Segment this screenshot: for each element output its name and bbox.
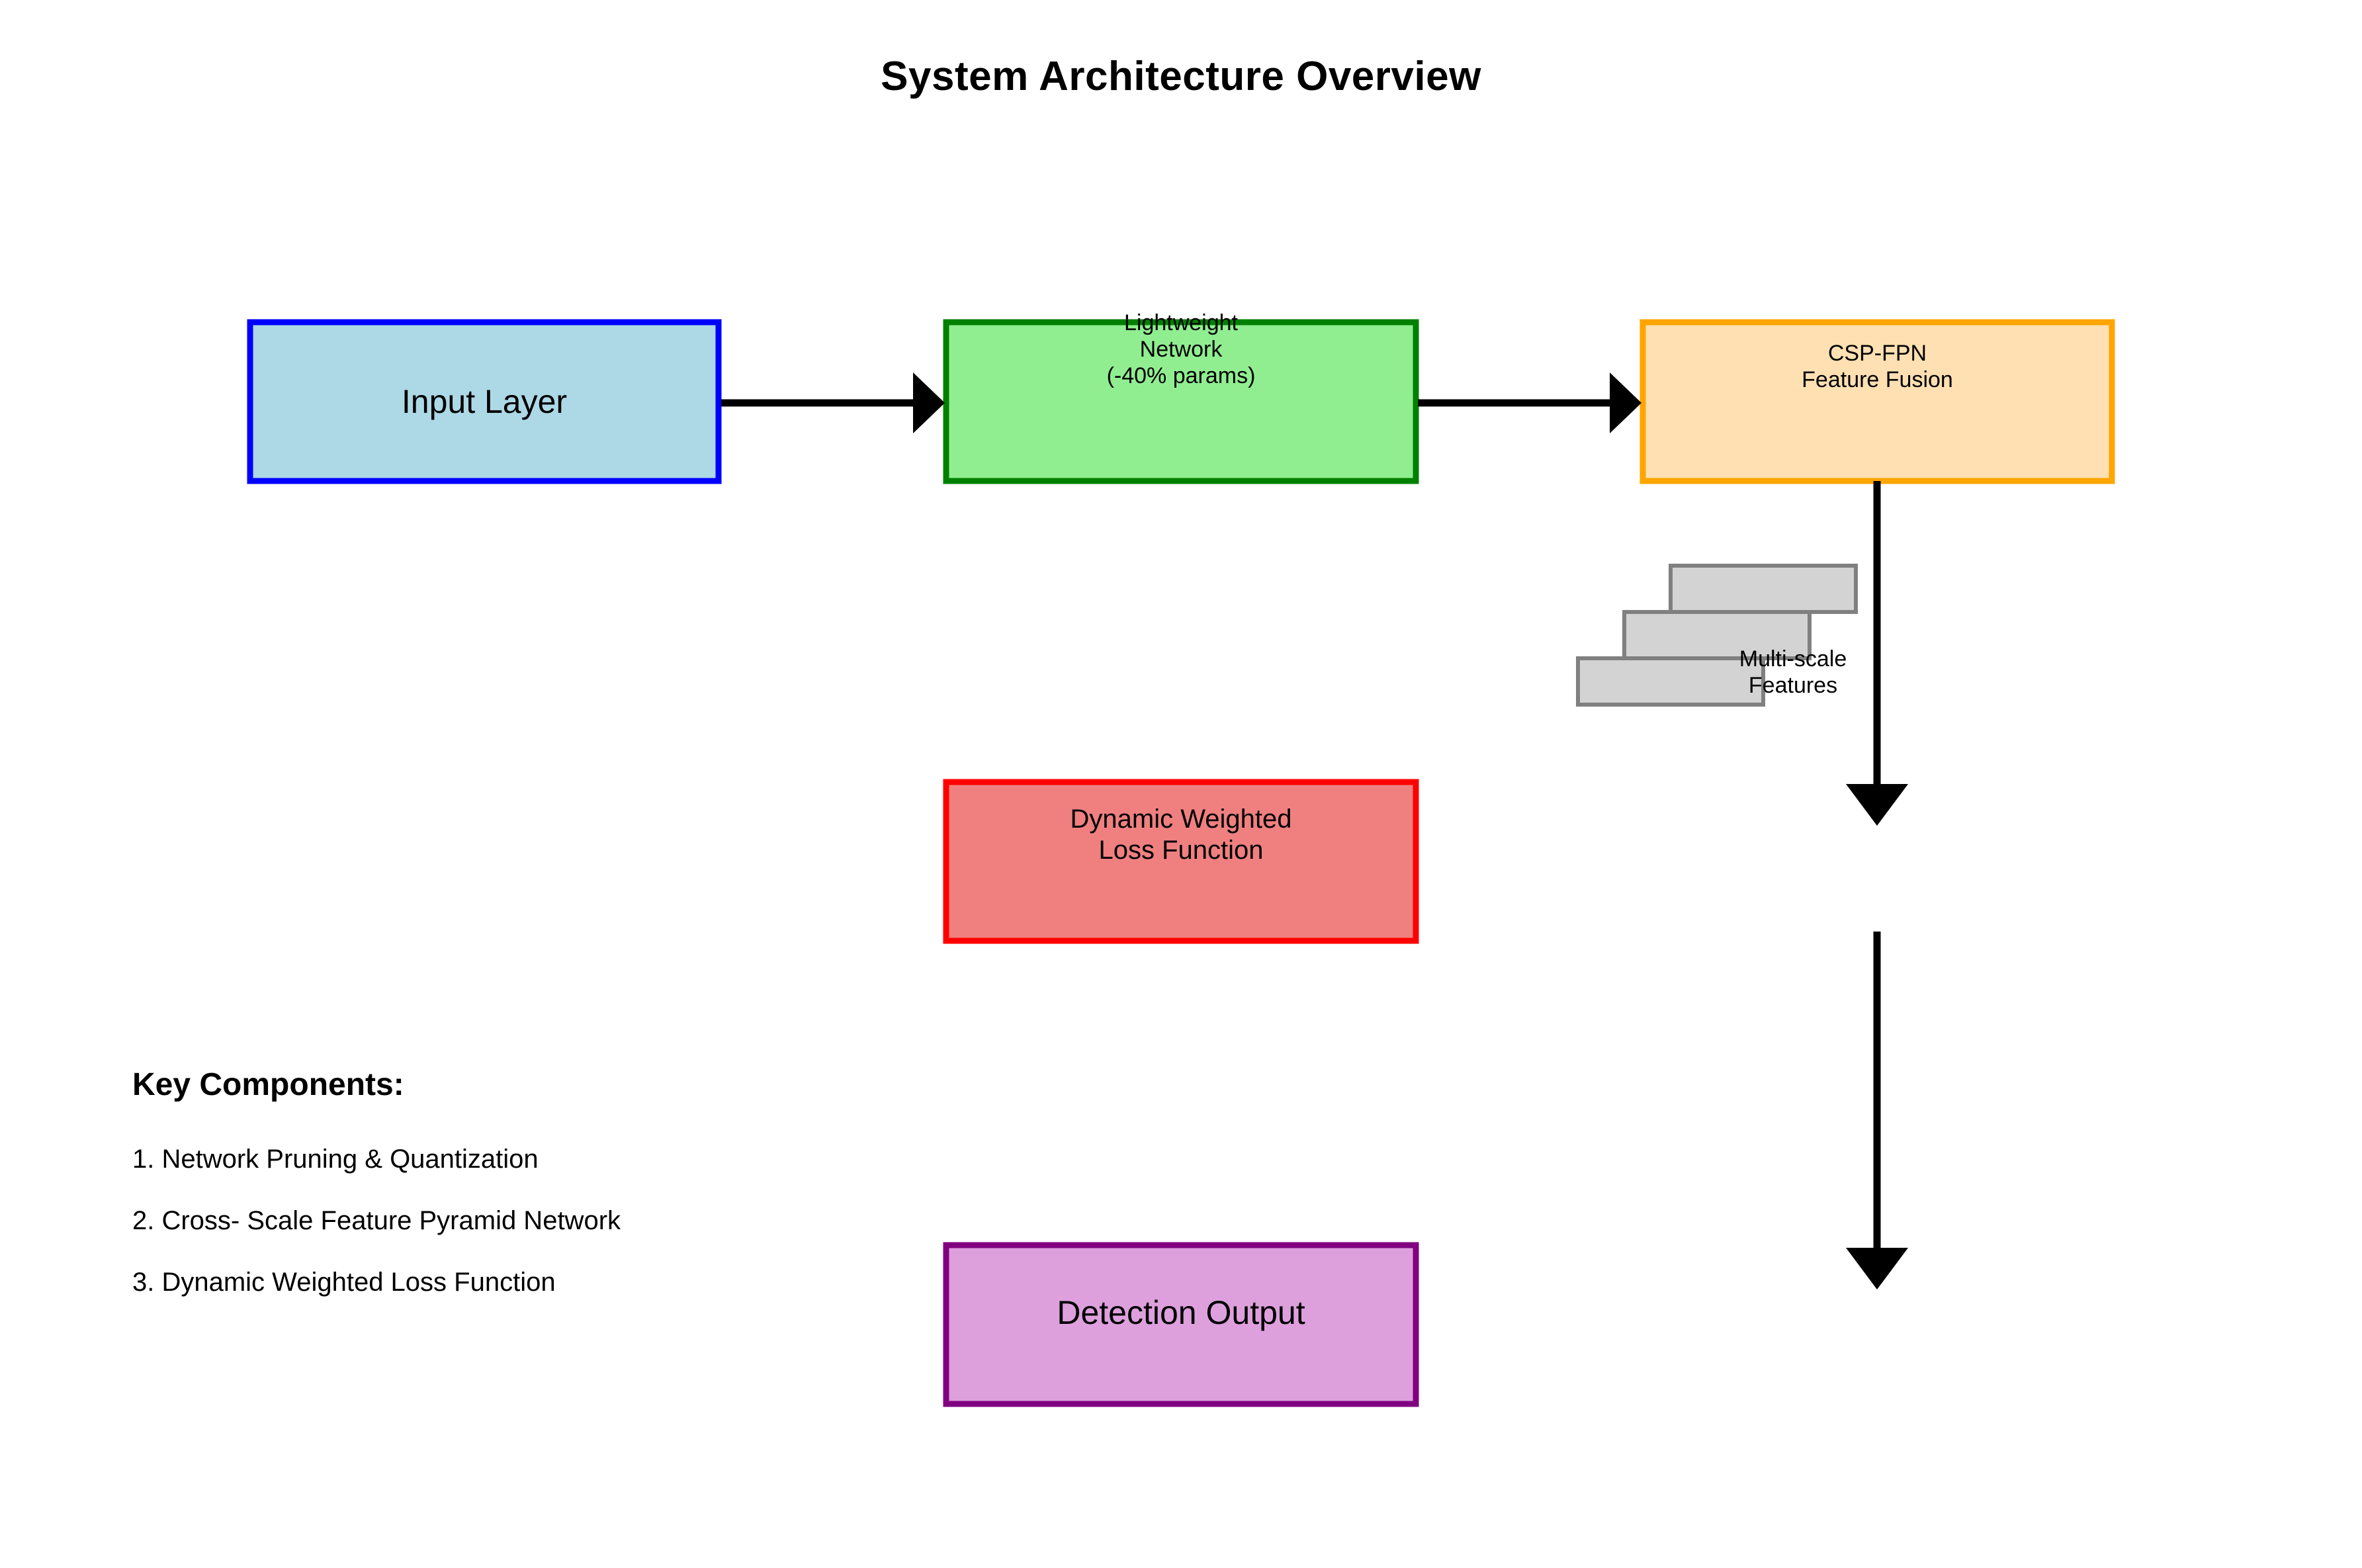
multiscale-bar-1: [1669, 564, 1858, 614]
node-box-detection-output[interactable]: [943, 1242, 1419, 1407]
key-component-item-1: 1. Network Pruning & Quantization: [132, 1145, 539, 1174]
arrow-csp-fpn-down: [1846, 481, 1908, 826]
node-label-detection-output: Detection Output: [1057, 1294, 1305, 1331]
page-title: System Architecture Overview: [881, 54, 1481, 99]
key-components-heading: Key Components:: [132, 1067, 404, 1102]
node-label-dynamic-weighted-loss-function: Dynamic Weighted Loss Function: [1070, 805, 1292, 865]
arrow-input-to-lightweight: [721, 372, 945, 433]
multiscale-bar-2: [1622, 610, 1812, 660]
key-component-item-2: 2. Cross- Scale Feature Pyramid Network: [132, 1206, 621, 1235]
key-component-item-3: 3. Dynamic Weighted Loss Function: [132, 1268, 556, 1297]
node-box-dynamic-weighted-loss-function[interactable]: [943, 779, 1419, 944]
multiscale-features-label: Multi-scale Features: [1739, 646, 1847, 699]
node-label-csp-fpn-feature-fusion: CSP-FPN Feature Fusion: [1802, 341, 1953, 393]
node-label-input-layer: Input Layer: [401, 383, 568, 420]
multiscale-bar-3: [1576, 656, 1765, 707]
node-box-lightweight-network[interactable]: [943, 319, 1419, 484]
node-box-input-layer[interactable]: [247, 319, 722, 484]
node-label-lightweight-network: Lightweight Network (-40% params): [1106, 310, 1256, 389]
arrow-lightweight-to-csp-fpn: [1418, 372, 1641, 433]
arrow-down-to-detection: [1846, 932, 1908, 1289]
